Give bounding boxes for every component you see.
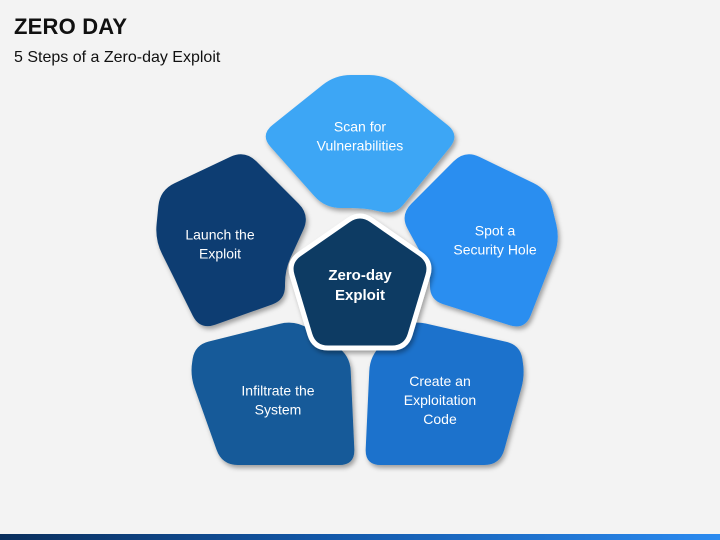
- segment-launch-label-line: Exploit: [199, 246, 241, 262]
- segment-scan-shape: [265, 75, 455, 213]
- segment-create-label-line: Exploitation: [404, 392, 476, 408]
- center-label-line: Exploit: [335, 287, 385, 304]
- segment-infiltrate-label-line: Infiltrate the: [241, 383, 314, 399]
- center-pentagon: [288, 213, 432, 351]
- segment-create-label-line: Code: [423, 411, 457, 427]
- segment-spot-label: Spot a Security Hole: [453, 223, 536, 258]
- center-label-line: Zero-day: [328, 267, 392, 284]
- segment-infiltrate-label-line: System: [255, 402, 302, 418]
- bottom-accent-bar: [0, 534, 720, 540]
- segment-spot-label-line: Spot a: [475, 223, 516, 239]
- segment-launch-label-line: Launch the: [185, 227, 254, 243]
- segment-spot-label-line: Security Hole: [453, 242, 536, 258]
- segment-launch-shape: [156, 154, 306, 327]
- segment-infiltrate-shape: [191, 322, 355, 465]
- segment-scan-label-line: Scan for: [334, 119, 386, 135]
- page-title: ZERO DAY: [14, 14, 128, 39]
- segment-scan-label-line: Vulnerabilities: [317, 138, 404, 154]
- segment-create-shape: [365, 322, 524, 465]
- segment-spot-shape: [404, 154, 558, 327]
- segment-create-label-line: Create an: [409, 373, 470, 389]
- segment-spot: Spot a Security Hole: [404, 154, 558, 327]
- page-subtitle: 5 Steps of a Zero-day Exploit: [14, 49, 221, 66]
